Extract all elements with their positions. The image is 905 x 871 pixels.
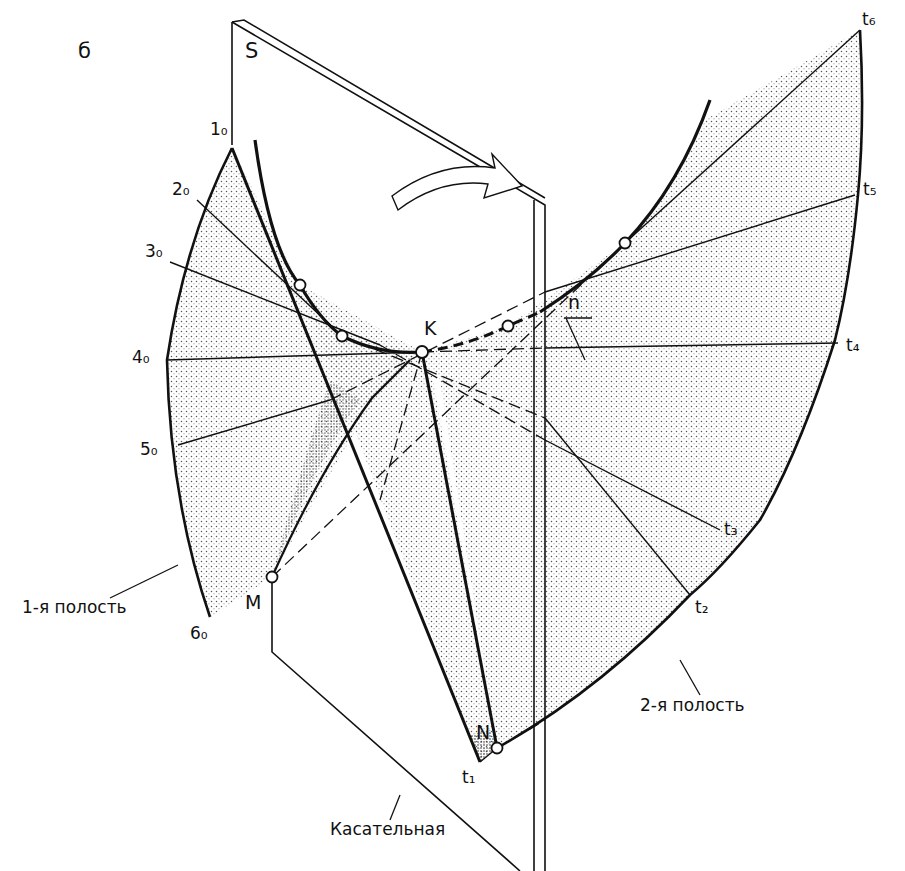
generator-label: t₃ (724, 520, 737, 539)
point-label: 2₀ (172, 180, 190, 199)
generator-label: t₆ (862, 10, 875, 29)
curve-label: n (568, 292, 580, 313)
point-label: 6₀ (190, 624, 208, 643)
point-label: 5₀ (140, 440, 158, 459)
generator-label: t₄ (846, 336, 859, 355)
sheet-label: 2-я полость (640, 696, 745, 715)
point-label: 1₀ (210, 120, 228, 139)
point-label: N (476, 722, 490, 743)
tangent-label: Касательная (330, 820, 445, 839)
point-label: 3₀ (145, 242, 163, 261)
generator-label: t₅ (863, 180, 876, 199)
panel-letter: б (78, 40, 91, 63)
point-label: M (245, 592, 261, 613)
point-label: K (424, 318, 436, 339)
generator-label: t₂ (695, 598, 708, 617)
plane-name: S (245, 40, 258, 63)
sheet-label: 1-я полость (22, 598, 127, 617)
point-label: 4₀ (132, 348, 150, 367)
generator-label: t₁ (462, 768, 475, 787)
